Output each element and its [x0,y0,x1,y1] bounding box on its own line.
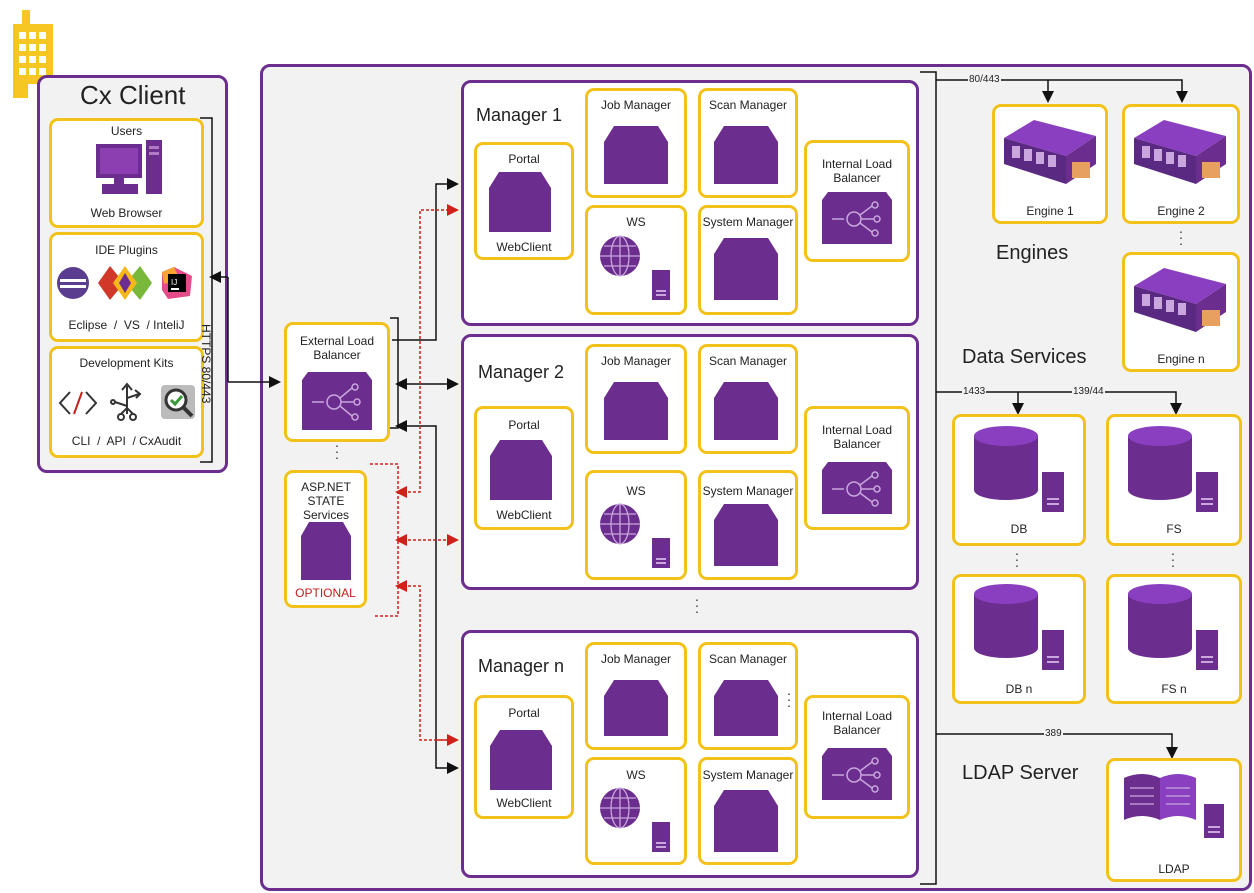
db-n-cylinder-icon [966,578,1072,678]
ide-caption: Eclipse / VS / InteliJ [68,318,185,332]
cxaudit-icon [160,384,196,420]
manager-2-portal-label: Portal [508,418,540,432]
elb-ellipsis: ··· [334,437,340,465]
manager-1-ws-label: WS [626,215,646,229]
ide-plugins-heading: IDE Plugins [95,243,158,257]
manager-1-system-server-icon [714,238,778,300]
engine-n-label: Engine n [1157,352,1205,366]
visual-studio-icon [96,264,154,302]
ldap-server-title: LDAP Server [962,762,1079,784]
db-port-label: 1433 [962,386,987,397]
manager-2-internal-lb-label: Internal Load Balancer [821,423,893,451]
manager-n-title: Manager n [478,656,565,676]
manager-n-system-manager-label: System Manager [702,768,794,782]
fs-port-label: 139/44 [1072,386,1105,397]
engines-ellipsis: ··· [1178,223,1184,251]
manager-1-webclient-label: WebClient [496,240,552,254]
fs-n-cylinder-icon [1120,578,1226,678]
asp-net-state-label: ASP.NET STATE Services [301,480,351,522]
ldap-book-icon [1120,770,1230,842]
fs-label: FS [1166,522,1182,536]
load-balancer-icon [302,372,372,430]
intellij-icon: IJ [160,266,194,300]
dev-kits-heading: Development Kits [79,356,174,370]
manager-1-job-server-icon [604,126,668,184]
scan-manager-ellipsis: ··· [786,685,792,713]
eclipse-icon [56,266,90,300]
manager-2-system-manager-label: System Manager [702,484,794,498]
db-label: DB [1010,522,1028,536]
api-icon [107,380,147,422]
manager-2-scan-server-icon [714,382,778,440]
manager-2-title: Manager 2 [478,362,565,382]
dev-kits-caption: CLI / API / CxAudit [71,434,182,448]
db-n-label: DB n [1005,682,1033,696]
engine-2-label: Engine 2 [1157,204,1205,218]
manager-n-system-server-icon [714,790,778,852]
manager-n-internal-lb-icon [822,748,892,800]
manager-n-job-server-icon [604,680,668,736]
engine-2-server-icon [1130,118,1230,188]
svg-text:IJ: IJ [171,278,177,287]
manager-2-scan-manager-label: Scan Manager [708,354,788,368]
manager-n-portal-label: Portal [508,706,540,720]
manager-1-system-manager-label: System Manager [702,215,794,229]
fs-ellipsis: ··· [1170,545,1176,573]
manager-1-job-manager-label: Job Manager [600,98,672,112]
engine-1-server-icon [1000,118,1100,188]
manager-n-ws-label: WS [626,768,646,782]
manager-1-scan-manager-label: Scan Manager [708,98,788,112]
manager-n-webclient-label: WebClient [496,796,552,810]
manager-2-ws-label: WS [626,484,646,498]
manager-n-scan-server-icon [714,680,778,736]
db-cylinder-icon [966,420,1072,520]
manager-2-job-server-icon [604,382,668,440]
manager-1-portal-label: Portal [508,152,540,166]
manager-2-portal-server-icon [490,440,552,500]
managers-ellipsis: ··· [694,591,700,619]
manager-1-ws-globe-icon [596,234,680,304]
fs-cylinder-icon [1120,420,1226,520]
asp-net-server-icon [301,522,351,580]
code-icon [58,388,98,418]
engines-title: Engines [996,242,1069,264]
manager-1-portal-server-icon [489,172,551,232]
manager-n-scan-manager-label: Scan Manager [708,652,788,666]
manager-2-job-manager-label: Job Manager [600,354,672,368]
engine-1-label: Engine 1 [1026,204,1074,218]
manager-n-ws-globe-icon [596,786,680,856]
optional-label: OPTIONAL [295,586,356,600]
users-heading: Users [110,124,143,138]
ldap-port-label: 389 [1044,728,1063,739]
manager-n-portal-server-icon [490,730,552,790]
manager-n-internal-lb-label: Internal Load Balancer [821,709,893,737]
web-browser-caption: Web Browser [90,206,163,220]
engines-port-label: 80/443 [968,74,1001,85]
ldap-label: LDAP [1158,862,1190,876]
manager-1-internal-lb-label: Internal Load Balancer [821,157,893,185]
computer-icon [94,138,164,200]
manager-n-job-manager-label: Job Manager [600,652,672,666]
fs-n-label: FS n [1161,682,1187,696]
manager-1-internal-lb-icon [822,192,892,244]
manager-1-scan-server-icon [714,126,778,184]
manager-2-webclient-label: WebClient [496,508,552,522]
manager-2-ws-globe-icon [596,502,680,572]
manager-2-system-server-icon [714,504,778,566]
data-services-title: Data Services [962,346,1087,368]
engine-n-server-icon [1130,266,1230,336]
cx-client-title: Cx Client [80,80,186,110]
manager-1-title: Manager 1 [476,105,563,125]
external-load-balancer-label: External Load Balancer [299,334,375,362]
manager-2-internal-lb-icon [822,462,892,514]
db-ellipsis: ··· [1014,545,1020,573]
